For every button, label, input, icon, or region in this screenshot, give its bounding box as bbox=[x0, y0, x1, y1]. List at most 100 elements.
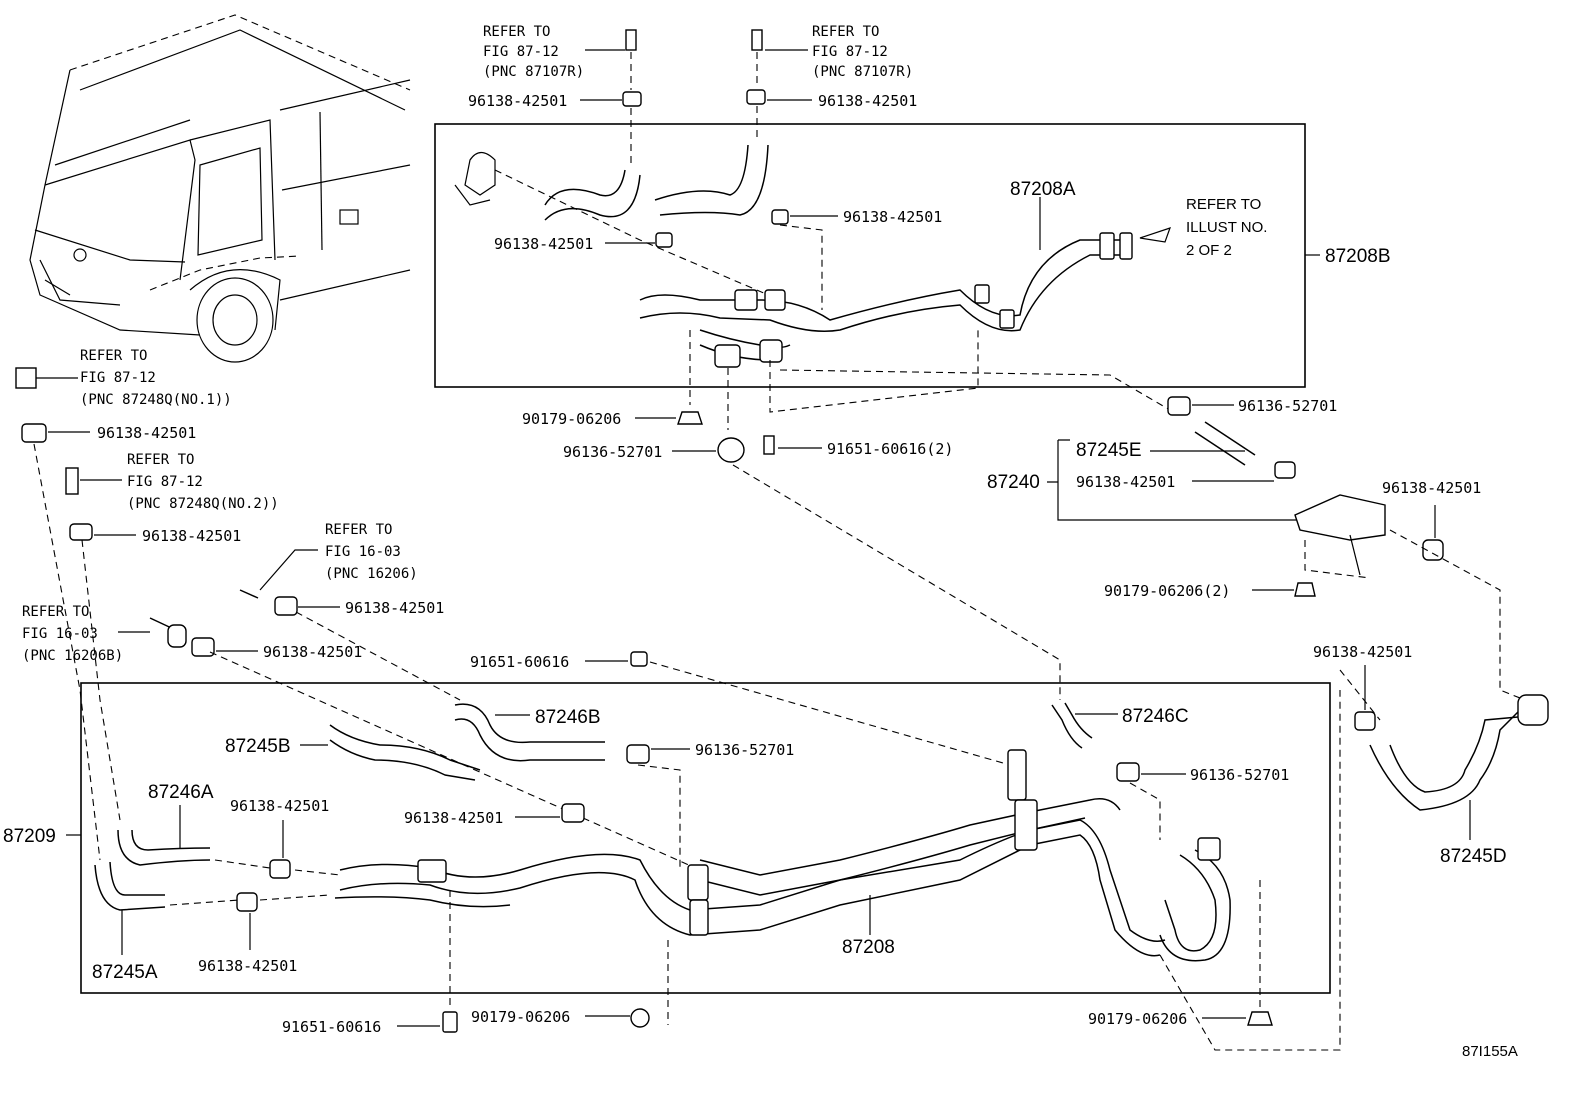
label-clamp-n: 96136-52701 bbox=[695, 741, 794, 759]
ref-e-line1: REFER TO bbox=[325, 522, 392, 538]
bracket-icon bbox=[764, 289, 786, 311]
ref-g-line2: ILLUST NO. bbox=[1186, 219, 1267, 236]
ref-a-line2: FIG 87-12 bbox=[483, 44, 559, 60]
label-clamp-i: 96138-42501 bbox=[1313, 643, 1412, 661]
bottom-box-hoses: 87245B 87246B 87246C 96136-52701 96136-5… bbox=[92, 690, 1341, 1051]
ref-f-line3: (PNC 16206B) bbox=[22, 648, 123, 664]
label-87208: 87208 bbox=[842, 937, 895, 958]
ref-c-line2: FIG 87-12 bbox=[80, 370, 156, 386]
ref-f-line2: FIG 16-03 bbox=[22, 626, 98, 642]
pipe-end-icon bbox=[1119, 232, 1133, 260]
clamp-icon bbox=[269, 859, 291, 879]
label-bolt-a: 91651-60616(2) bbox=[827, 440, 953, 458]
bracket-icon bbox=[417, 859, 447, 883]
clip-icon bbox=[974, 284, 990, 304]
ref-f-line1: REFER TO bbox=[22, 604, 89, 620]
ref-c-line1: REFER TO bbox=[80, 348, 147, 364]
bottom-fasteners: 91651-60616 90179-06206 90179-06206 bbox=[282, 1008, 1273, 1036]
clamp-icon bbox=[236, 892, 258, 912]
label-nut-a: 90179-06206 bbox=[522, 410, 621, 428]
nut-icon bbox=[630, 1008, 650, 1028]
bolt-icon bbox=[442, 1011, 458, 1033]
label-clamp-p: 96138-42501 bbox=[404, 809, 503, 827]
bracket-icon bbox=[734, 289, 758, 311]
nut-icon bbox=[1247, 1011, 1273, 1026]
clamp-icon bbox=[561, 803, 585, 823]
label-87246A: 87246A bbox=[148, 782, 214, 803]
label-87208A: 87208A bbox=[1010, 179, 1076, 200]
label-clamp-f: 96136-52701 bbox=[1238, 397, 1337, 415]
label-87246B: 87246B bbox=[535, 707, 601, 728]
refer-block-b: REFER TO FIG 87-12 (PNC 87107R) 96138-42… bbox=[746, 24, 917, 138]
ref-e-line2: FIG 16-03 bbox=[325, 544, 401, 560]
clamp-icon bbox=[771, 209, 789, 225]
ref-b-line2: FIG 87-12 bbox=[812, 44, 888, 60]
ref-b-line3: (PNC 87107R) bbox=[812, 64, 913, 80]
pipe-end-icon bbox=[1099, 232, 1115, 260]
clamp-icon bbox=[626, 744, 650, 764]
bottom-assembly-box bbox=[80, 682, 1331, 994]
label-clamp-e: 96136-52701 bbox=[563, 443, 662, 461]
bolt-icon bbox=[630, 651, 648, 667]
left-refer-ef: REFER TO FIG 16-03 (PNC 16206) 96138-425… bbox=[22, 522, 701, 871]
clip-icon bbox=[999, 309, 1015, 329]
ref-d-line3: (PNC 87248Q(NO.2)) bbox=[127, 496, 279, 512]
valve-icon bbox=[759, 339, 783, 363]
label-87245D: 87245D bbox=[1440, 846, 1507, 867]
label-87246C: 87246C bbox=[1122, 706, 1189, 727]
clamp-icon bbox=[1116, 762, 1140, 782]
pipe-end-icon bbox=[15, 367, 37, 389]
label-clamp-m: 96138-42501 bbox=[263, 643, 362, 661]
label-clamp-d: 96138-42501 bbox=[843, 208, 942, 226]
label-87245A: 87245A bbox=[92, 962, 158, 983]
clamp-icon bbox=[622, 91, 642, 107]
bracket-icon bbox=[1014, 799, 1038, 851]
left-refer-group: REFER TO FIG 87-12 (PNC 87248Q(NO.1)) 96… bbox=[15, 348, 279, 861]
top-assembly-box bbox=[434, 123, 1306, 388]
clamp-icon bbox=[274, 596, 298, 616]
ref-a-line3: (PNC 87107R) bbox=[483, 64, 584, 80]
clamp-icon bbox=[69, 523, 93, 541]
clamp-icon bbox=[717, 437, 745, 463]
pipe-end-icon bbox=[625, 29, 637, 51]
bracket-icon bbox=[689, 899, 709, 936]
bracket-icon bbox=[1294, 494, 1386, 541]
ref-c-line3: (PNC 87248Q(NO.1)) bbox=[80, 392, 232, 408]
bracket-icon bbox=[687, 864, 709, 901]
ref-g-line1: REFER TO bbox=[1186, 196, 1261, 213]
ref-d-line2: FIG 87-12 bbox=[127, 474, 203, 490]
group-87240: 96136-52701 87245E 96138-42501 87240 961… bbox=[987, 396, 1526, 701]
refer-block-a: REFER TO FIG 87-12 (PNC 87107R) 96138-42… bbox=[468, 24, 642, 168]
label-clamp-o: 96136-52701 bbox=[1190, 766, 1289, 784]
label-nut-d: 90179-06206 bbox=[1088, 1010, 1187, 1028]
nut-icon bbox=[1294, 582, 1316, 597]
label-87245E: 87245E bbox=[1076, 440, 1142, 461]
pipe-end-icon bbox=[1517, 694, 1549, 726]
label-clamp-j: 96138-42501 bbox=[97, 424, 196, 442]
clamp-icon bbox=[21, 423, 47, 443]
pipe-end-icon bbox=[167, 624, 187, 648]
clamp-icon bbox=[1274, 461, 1296, 479]
label-87208B: 87208B bbox=[1325, 246, 1391, 267]
label-clamp-l: 96138-42501 bbox=[345, 599, 444, 617]
diagram-id: 87I155A bbox=[1462, 1043, 1518, 1060]
label-clamp-b: 96138-42501 bbox=[818, 92, 917, 110]
clamp-icon bbox=[1422, 539, 1444, 561]
bracket-icon bbox=[1197, 837, 1221, 861]
label-bolt-c: 91651-60616 bbox=[282, 1018, 381, 1036]
label-nut-c: 90179-06206 bbox=[471, 1008, 570, 1026]
label-87240: 87240 bbox=[987, 472, 1040, 493]
pipe-end-icon bbox=[65, 467, 79, 495]
label-87209: 87209 bbox=[3, 826, 56, 847]
label-87245B: 87245B bbox=[225, 736, 291, 757]
label-clamp-k: 96138-42501 bbox=[142, 527, 241, 545]
van-illustration bbox=[29, 14, 411, 363]
nut-icon bbox=[677, 411, 703, 425]
label-clamp-a: 96138-42501 bbox=[468, 92, 567, 110]
clamp-icon bbox=[1167, 396, 1191, 416]
label-clamp-r: 96138-42501 bbox=[198, 957, 297, 975]
group-87245D: 96138-42501 87245D bbox=[1313, 643, 1549, 867]
ref-a-line1: REFER TO bbox=[483, 24, 550, 40]
